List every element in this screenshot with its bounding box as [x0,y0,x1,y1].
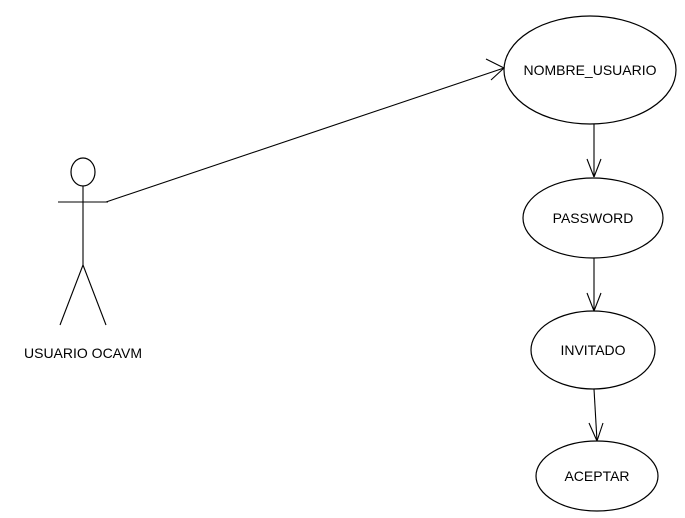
arrowhead [586,292,595,312]
link-actor-to-nombre-usuario [105,58,505,203]
arrowhead [593,158,602,178]
actor-right-leg [82,264,107,326]
actor-head [70,157,96,187]
actor-usuario-ocavm: USUARIO OCAVM [24,157,142,361]
arrowhead [490,67,505,81]
use-case-label: ACEPTAR [564,468,629,484]
use-case-invitado: INVITADO [530,310,656,390]
arrowhead [593,292,602,312]
use-case-label: INVITADO [560,342,625,358]
actor-label: USUARIO OCAVM [24,345,142,361]
actor-left-leg [59,264,84,326]
use-case-nombre-usuario: NOMBRE_USUARIO [503,15,677,125]
arrowhead [485,58,505,69]
link-invitado-to-aceptar [588,388,604,442]
use-case-label: PASSWORD [553,210,634,226]
arrowhead [586,158,595,178]
link-password-to-invitado [586,258,602,312]
use-case-label: NOMBRE_USUARIO [523,62,656,78]
use-case-aceptar: ACEPTAR [535,440,659,512]
use-case-password: PASSWORD [522,177,664,259]
arrowhead [596,422,604,442]
arrowhead [588,422,598,442]
link-nombre-usuario-to-password [586,124,602,178]
